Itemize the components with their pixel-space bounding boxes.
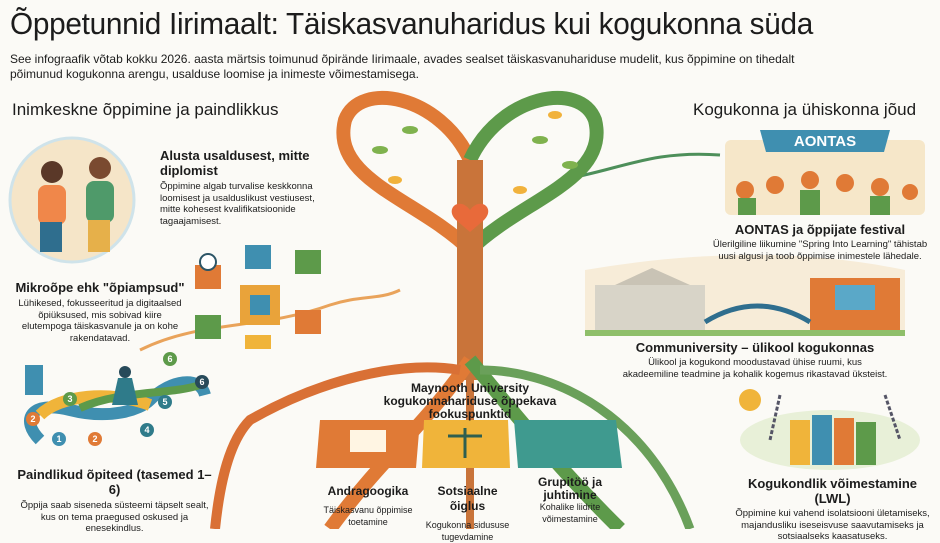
heart-icon [451, 203, 489, 232]
left-section-heading: Inimkeskne õppimine ja paindlikkus [12, 100, 279, 119]
item-desc: Õppimine kui vahend isolatsiooni ületami… [735, 508, 930, 542]
page-title: Õppetunnid Iirimaalt: Täiskasvanuharidus… [10, 6, 814, 41]
card-desc: Kohalike liidrite võimestamine [539, 502, 601, 524]
learning-path-illustration [24, 365, 211, 445]
aontas-item: AONTAS ja õppijate festival Ülerilgiline… [705, 222, 935, 262]
card-title: Sotsiaalne õiglus [437, 484, 498, 513]
communiversity-illustration [585, 255, 905, 336]
item-desc: Õppija saab siseneda süsteemi täpselt se… [20, 500, 209, 534]
item-title: Alusta usaldusest, mitte diplomist [160, 148, 310, 178]
right-section-heading: Kogukonna ja ühiskonna jõud [693, 100, 917, 119]
level-marker: 3 [63, 392, 77, 406]
item-desc: Ülerilgiline liikumine "Spring Into Lear… [712, 239, 928, 262]
item-desc: Õppimine algab turvalise keskkonna loomi… [160, 181, 315, 227]
trust-item: Alusta usaldusest, mitte diplomist Õppim… [160, 148, 325, 227]
lwl-item: Kogukondlik võimestamine (LWL) Õppimine … [730, 476, 935, 543]
item-title: Communiversity – ülikool kogukonnas [635, 340, 875, 355]
coin-icon [739, 389, 761, 411]
card-title: Grupitöö ja juhtimine [538, 475, 602, 502]
book-icon [350, 430, 386, 452]
level-marker: 5 [158, 395, 172, 409]
focus-card-social-justice: Sotsiaalne õiglus Kogukonna sidususe tug… [420, 484, 515, 543]
card-title: Andragoogika [327, 484, 409, 498]
level-marker: 4 [140, 423, 154, 437]
item-desc: Lühikesed, fokusseeritud ja digitaalsed … [18, 298, 182, 344]
microlearning-item: Mikroõpe ehk "õpiampsud" Lühikesed, foku… [15, 280, 185, 344]
card-desc: Kogukonna sidususe tugevdamine [425, 520, 510, 542]
handshake-bubble-illustration [8, 136, 136, 264]
aontas-festival-illustration [725, 130, 925, 215]
level-marker: 1 [52, 432, 66, 446]
card-desc: Täiskasvanu õppimise toetamine [323, 505, 413, 527]
aontas-banner: AONTAS [793, 133, 857, 150]
page-subtitle: See infograafik võtab kokku 2026. aasta … [10, 52, 795, 81]
clock-icon [199, 253, 217, 271]
focus-card-andragogy: Andragoogika Täiskasvanu õppimise toetam… [318, 484, 418, 528]
curriculum-heading: Maynooth University kogukonnahariduse õp… [383, 381, 557, 421]
level-marker: 6 [163, 352, 177, 366]
microlearning-cubes-illustration [195, 245, 321, 349]
broken-chain-icon [768, 394, 902, 441]
level-marker: 2 [88, 432, 102, 446]
scales-icon [448, 428, 482, 458]
level-marker: 2 [26, 412, 40, 426]
flexible-paths-item: Paindlikud õpiteed (tasemed 1–6) Õppija … [12, 467, 217, 535]
item-title: Kogukondlik võimestamine (LWL) [747, 476, 918, 506]
focus-cards-illustration [316, 420, 622, 468]
focus-card-group-work: Grupitöö ja juhtimine Kohalike liidrite … [530, 476, 610, 525]
item-title: AONTAS ja õppijate festival [734, 222, 906, 237]
item-title: Mikroõpe ehk "õpiampsud" [15, 280, 185, 295]
communiversity-item: Communiversity – ülikool kogukonnas Ülik… [620, 340, 890, 380]
community-empowerment-illustration [739, 389, 920, 470]
item-title: Paindlikud õpiteed (tasemed 1–6) [17, 467, 212, 497]
item-desc: Ülikool ja kogukond moodustavad ühise ru… [622, 357, 888, 380]
level-marker: 6 [195, 375, 209, 389]
